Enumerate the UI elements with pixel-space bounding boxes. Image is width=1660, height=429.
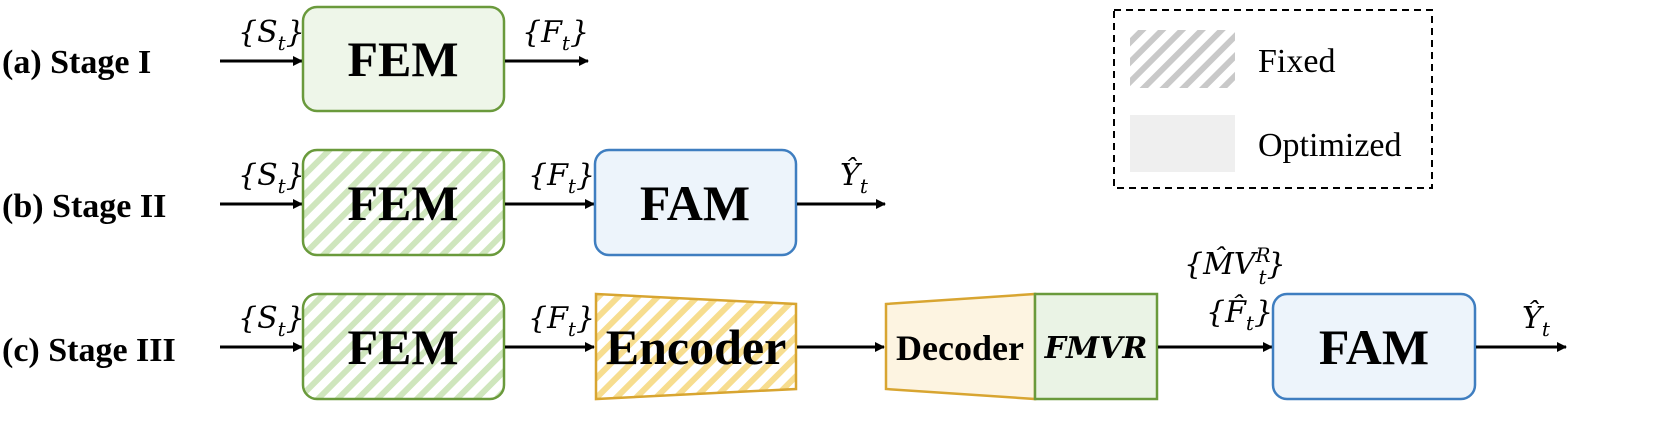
decoder-label: Decoder <box>896 328 1024 368</box>
stage-2-fem-label: FEM <box>347 175 458 231</box>
stage-2-fam-box <box>593 148 798 257</box>
stage-1-output-label: {Ft} <box>522 15 589 55</box>
stage-3-mid-label: {Ft} <box>528 301 595 341</box>
stage-3-fem-label: FEM <box>347 319 458 375</box>
stage-3-input-label: {St} <box>238 301 305 341</box>
stage-2-mid-label: {Ft} <box>528 158 595 198</box>
stage-3-label: (c) Stage III <box>2 332 176 369</box>
stage-2-output-label: Ŷt <box>840 157 869 198</box>
legend-optimized-swatch <box>1130 115 1235 172</box>
fmvr-box <box>1033 292 1159 401</box>
stage-1-fem-label: FEM <box>347 31 458 87</box>
stage-1-label: (a) Stage I <box>2 44 151 81</box>
stage-3-fam-label: FAM <box>1319 319 1429 375</box>
stage-2-fem-box <box>301 148 506 257</box>
legend-box <box>1113 9 1433 189</box>
stage-2-label: (b) Stage II <box>2 188 166 225</box>
stage-2-input-label: {St} <box>238 158 305 198</box>
f-hat-label: {F̂t} <box>1206 295 1273 335</box>
encoder-label: Encoder <box>606 319 787 375</box>
legend-fixed-label: Fixed <box>1258 43 1335 80</box>
stage-3-output-label: Ŷt <box>1522 300 1551 341</box>
encoder-block <box>594 292 798 401</box>
legend-fixed-swatch <box>1130 30 1235 88</box>
stage-3-fam-box <box>1271 292 1477 401</box>
legend-optimized-label: Optimized <box>1258 127 1402 164</box>
fmvr-label: FMVR <box>1044 331 1148 366</box>
stage-2-fam-label: FAM <box>640 175 750 231</box>
stage-3-fem-box <box>301 292 506 401</box>
stage-1-fem-box <box>301 5 506 113</box>
stage-1-input-label: {St} <box>238 15 305 55</box>
